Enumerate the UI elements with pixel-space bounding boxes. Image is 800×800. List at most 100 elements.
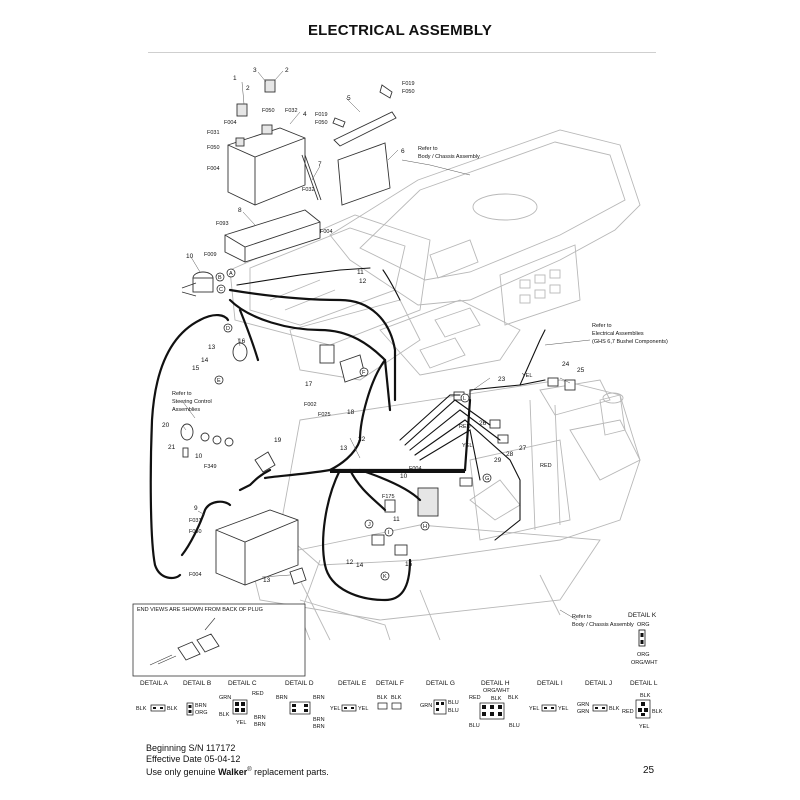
svg-text:GRN: GRN	[577, 709, 589, 715]
callout-28: 28	[506, 451, 514, 458]
callout-3: 3	[253, 67, 257, 74]
ignition-switch	[192, 271, 214, 293]
svg-text:YEL: YEL	[358, 706, 368, 712]
svg-text:(GHS 6,7 Bushel Components): (GHS 6,7 Bushel Components)	[592, 339, 668, 345]
battery-upper	[227, 124, 306, 206]
callout-2: 2	[285, 67, 289, 74]
svg-text:F349: F349	[204, 464, 217, 470]
ref-note-steering: Refer to Steering Control Assemblies	[172, 391, 212, 413]
svg-text:BRN: BRN	[313, 695, 325, 701]
callout-14: 14	[201, 357, 209, 364]
callout-20: 20	[162, 422, 170, 429]
svg-text:ORG: ORG	[195, 710, 208, 716]
genuine-parts-note: Use only genuine Walker® replacement par…	[146, 767, 329, 777]
svg-text:F019: F019	[402, 81, 415, 87]
svg-text:F031: F031	[207, 130, 220, 136]
effective-date: Effective Date 05-04-12	[146, 754, 241, 764]
svg-text:BLK: BLK	[391, 695, 402, 701]
svg-text:F031: F031	[189, 518, 202, 524]
title-divider	[148, 52, 656, 53]
svg-text:GRN: GRN	[420, 703, 432, 709]
callout-19: 19	[274, 437, 282, 444]
svg-text:YEL: YEL	[639, 724, 649, 730]
svg-text:BLU: BLU	[448, 708, 459, 714]
svg-text:Refer to: Refer to	[592, 323, 612, 329]
serial-number: Beginning S/N 117172	[146, 743, 236, 753]
svg-text:F050: F050	[189, 529, 202, 535]
svg-text:Body / Chassis Assembly: Body / Chassis Assembly	[572, 622, 634, 628]
battery-lower	[215, 509, 299, 586]
svg-text:F093: F093	[216, 221, 229, 227]
svg-text:DETAIL G: DETAIL G	[426, 680, 455, 687]
svg-text:RED: RED	[540, 463, 552, 469]
svg-text:I: I	[388, 530, 390, 536]
svg-text:K: K	[383, 574, 387, 580]
callout-10: 10	[400, 473, 408, 480]
svg-text:DETAIL E: DETAIL E	[338, 680, 367, 687]
detail-letter-markers: A B C D E F G H I J K L	[214, 268, 492, 581]
svg-text:DETAIL I: DETAIL I	[537, 680, 563, 687]
callout-7: 7	[318, 161, 322, 168]
footer: Beginning S/N 117172 Effective Date 05-0…	[146, 743, 329, 778]
svg-text:Refer to: Refer to	[572, 614, 592, 620]
callout-27: 27	[519, 445, 527, 452]
svg-text:F019: F019	[315, 112, 328, 118]
svg-text:BLK: BLK	[377, 695, 388, 701]
callout-24: 24	[562, 361, 570, 368]
callout-13: 13	[208, 344, 216, 351]
svg-text:F004: F004	[320, 229, 333, 235]
svg-text:DETAIL F: DETAIL F	[376, 680, 404, 687]
svg-text:Assemblies: Assemblies	[172, 407, 200, 413]
svg-text:BLK: BLK	[219, 712, 230, 718]
relay-17	[319, 344, 366, 383]
svg-text:DETAIL A: DETAIL A	[140, 680, 168, 687]
svg-text:F050: F050	[207, 145, 220, 151]
callout-6: 6	[401, 148, 405, 155]
detail-j: DETAIL J GRN GRN BLK	[577, 680, 620, 715]
svg-text:BLK: BLK	[508, 695, 519, 701]
svg-text:F050: F050	[262, 108, 275, 114]
callout-25: 25	[577, 367, 585, 374]
svg-text:F050: F050	[315, 120, 328, 126]
detail-f: DETAIL F BLK BLK	[376, 680, 404, 710]
svg-text:F004: F004	[189, 572, 202, 578]
svg-text:A: A	[229, 271, 233, 277]
callout-23: 23	[498, 376, 506, 383]
ref-note-body-chassis-1: Refer to Body / Chassis Assembly	[418, 146, 480, 160]
svg-text:BLU: BLU	[448, 700, 459, 706]
svg-text:F050: F050	[402, 89, 415, 95]
svg-text:ORG/WHT: ORG/WHT	[483, 688, 510, 694]
svg-text:E: E	[217, 378, 221, 384]
svg-text:F032: F032	[285, 108, 298, 114]
page-title: ELECTRICAL ASSEMBLY	[307, 22, 493, 39]
detail-a: DETAIL A BLK BLK	[136, 680, 178, 712]
svg-text:DETAIL D: DETAIL D	[285, 680, 314, 687]
svg-text:F004: F004	[409, 466, 422, 472]
svg-text:BLK: BLK	[167, 706, 178, 712]
svg-text:BRN: BRN	[195, 703, 207, 709]
svg-text:BLK: BLK	[491, 696, 502, 702]
page-number: 25	[643, 765, 655, 776]
svg-text:F175: F175	[382, 494, 395, 500]
svg-text:Refer to: Refer to	[418, 146, 438, 152]
svg-text:BLK: BLK	[609, 706, 620, 712]
callout-10: 10	[195, 453, 203, 460]
svg-text:F004: F004	[207, 166, 220, 172]
callout-5: 5	[347, 95, 351, 102]
svg-text:YEL: YEL	[558, 706, 568, 712]
battery-tray	[224, 209, 321, 263]
svg-text:YEL: YEL	[522, 373, 532, 379]
callout-14: 14	[356, 562, 364, 569]
callout-9: 9	[194, 505, 198, 512]
svg-text:H: H	[423, 524, 427, 530]
svg-text:BLU: BLU	[509, 723, 520, 729]
svg-text:F009: F009	[204, 252, 217, 258]
svg-text:F032: F032	[302, 187, 315, 193]
svg-text:BRN: BRN	[276, 695, 288, 701]
end-views-box: END VIEWS ARE SHOWN FROM BACK OF PLUG	[132, 603, 306, 677]
callout-4: 4	[303, 111, 307, 118]
svg-text:C: C	[219, 287, 223, 293]
end-views-note: END VIEWS ARE SHOWN FROM BACK OF PLUG	[137, 607, 263, 613]
keys	[181, 282, 197, 297]
svg-text:F004: F004	[224, 120, 237, 126]
